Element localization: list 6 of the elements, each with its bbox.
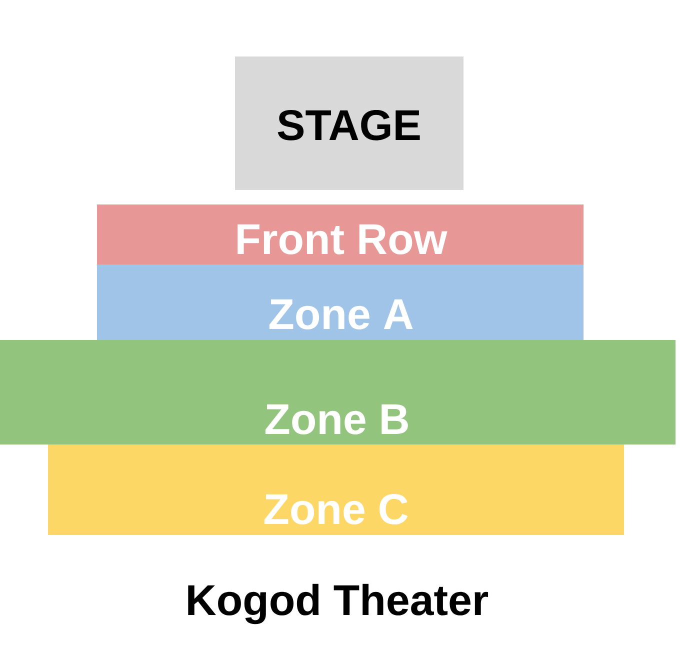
seating-section: Zone B [0,340,676,444]
stage-box: STAGE [235,56,464,190]
seating-section: Zone A [97,264,584,340]
seating-section: Front Row [97,204,584,264]
seating-section: Zone C [48,444,624,535]
title: Kogod Theater [188,584,488,624]
